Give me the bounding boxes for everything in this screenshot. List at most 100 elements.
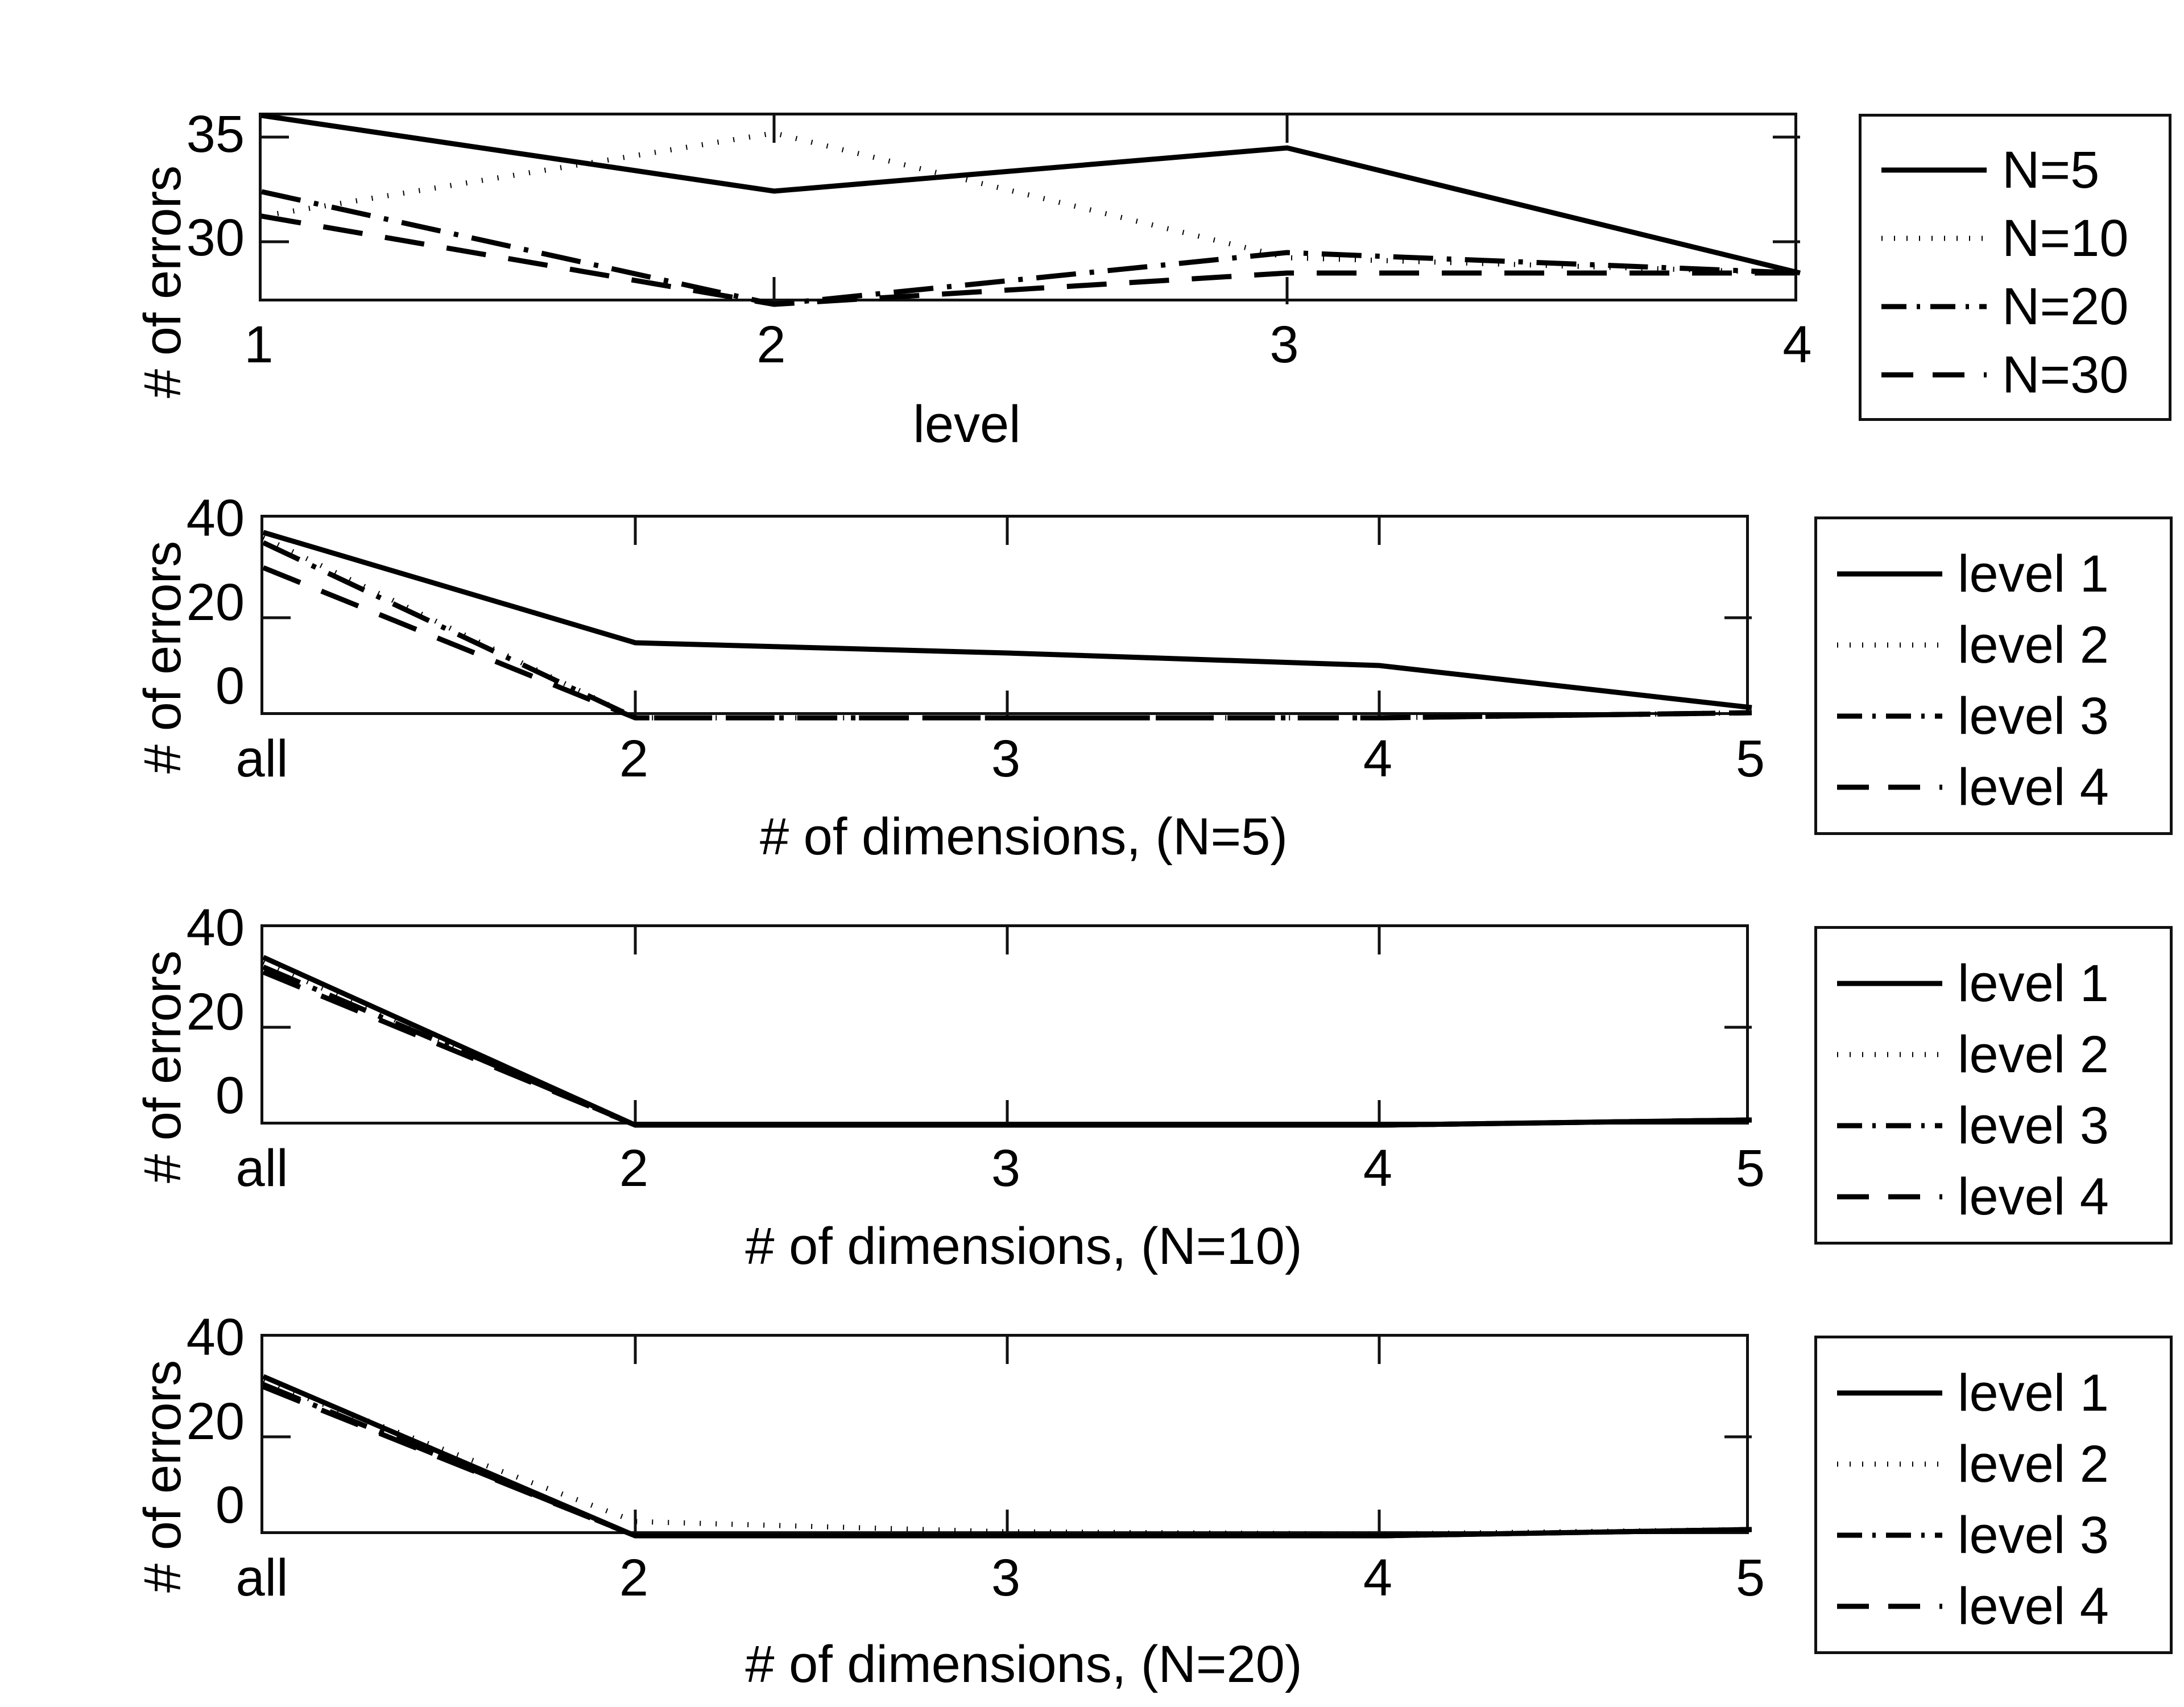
legend-item[interactable]: level 2 <box>1817 619 2170 671</box>
legend-label: level 3 <box>1958 1506 2109 1564</box>
legend-item[interactable]: N=20 <box>1862 280 2169 333</box>
x-tick-label: all <box>235 730 288 788</box>
plot-area <box>260 1334 1752 1539</box>
legend-panel-n20: level 1 level 2 level 3 level 4 <box>1814 1336 2173 1654</box>
series-line-level1 <box>262 530 1752 710</box>
x-tick-label: 4 <box>1782 316 1812 374</box>
legend-line-solid <box>1881 167 1987 173</box>
x-tick-label: 4 <box>1363 1549 1393 1607</box>
legend-item[interactable]: N=30 <box>1862 349 2169 401</box>
axis-ticks <box>262 115 1800 304</box>
legend-line-solid <box>1837 981 1942 986</box>
series-line-n10 <box>261 130 1801 276</box>
series-group <box>262 530 1752 721</box>
legend-label: level 2 <box>1958 616 2109 674</box>
plot-area <box>259 113 1801 307</box>
legend-item[interactable]: level 1 <box>1817 548 2170 600</box>
axis-ticks <box>263 1337 1752 1537</box>
series-line-level4 <box>262 565 1752 721</box>
panel-n10: # of errors 40 20 0 <box>0 876 2184 1286</box>
panel-n5: # of errors 40 20 0 <box>0 466 2184 876</box>
legend-line-dashdot <box>1837 1123 1942 1129</box>
legend-panel-n5: level 1 level 2 level 3 level 4 <box>1814 516 2173 835</box>
legend-line-dashed <box>1837 784 1942 790</box>
y-tick-label: 30 <box>186 209 245 267</box>
legend-item[interactable]: N=10 <box>1862 212 2169 264</box>
x-axis-label: # of dimensions, (N=10) <box>745 1217 1302 1275</box>
x-tick-label: 4 <box>1363 730 1393 788</box>
legend-line-dashdot <box>1837 1532 1942 1538</box>
plot-area <box>260 515 1752 721</box>
legend-label: level 1 <box>1958 545 2109 603</box>
legend-label: N=30 <box>2002 346 2129 404</box>
x-axis-label: level <box>913 395 1021 453</box>
legend-item[interactable]: level 3 <box>1817 690 2170 742</box>
x-tick-label: 2 <box>619 1139 649 1197</box>
legend-item[interactable]: level 4 <box>1817 1580 2170 1632</box>
series-line-level4 <box>262 1384 1752 1539</box>
series-line-n20 <box>261 189 1801 307</box>
legend-item[interactable]: level 2 <box>1817 1438 2170 1490</box>
x-axis-label: # of dimensions, (N=5) <box>759 808 1288 866</box>
x-tick-label: 1 <box>244 316 274 374</box>
y-tick-label: 0 <box>215 1067 245 1125</box>
legend-item[interactable]: level 3 <box>1817 1509 2170 1561</box>
x-tick-label: all <box>235 1139 288 1197</box>
x-tick-label: 5 <box>1735 1549 1765 1607</box>
x-tick-label: 2 <box>619 730 649 788</box>
series-group <box>262 954 1752 1128</box>
legend-label: level 3 <box>1958 1097 2109 1155</box>
legend-item[interactable]: level 4 <box>1817 1171 2170 1223</box>
x-axis-label: # of dimensions, (N=20) <box>745 1635 1302 1693</box>
legend-label: level 4 <box>1958 1577 2109 1635</box>
y-tick-label: 20 <box>186 1392 245 1450</box>
legend-line-dashed <box>1837 1194 1942 1200</box>
y-tick-label: 20 <box>186 983 245 1041</box>
legend-item[interactable]: level 1 <box>1817 1367 2170 1419</box>
x-tick-label: 5 <box>1735 730 1765 788</box>
series-line-n30 <box>261 213 1800 307</box>
legend-item[interactable]: level 2 <box>1817 1028 2170 1081</box>
x-tick-label: 5 <box>1735 1139 1765 1197</box>
legend-label: level 3 <box>1958 687 2109 745</box>
legend-line-dashdot <box>1881 304 1987 309</box>
legend-line-dashdot <box>1837 713 1942 719</box>
y-tick-label: 0 <box>215 1476 245 1534</box>
series-group <box>261 113 1801 307</box>
x-tick-label: 3 <box>991 1139 1021 1197</box>
panel-level-lines <box>261 113 1801 307</box>
legend-item[interactable]: level 1 <box>1817 957 2170 1010</box>
plot-area <box>260 924 1752 1128</box>
x-tick-label: 3 <box>1269 316 1299 374</box>
legend-item[interactable]: level 3 <box>1817 1100 2170 1152</box>
legend-line-dotted <box>1837 642 1942 648</box>
y-tick-label: 0 <box>215 657 245 715</box>
y-tick-label: 40 <box>186 489 245 547</box>
legend-label: N=20 <box>2002 278 2129 336</box>
legend-line-dotted <box>1837 1461 1942 1467</box>
panel-level: # of errors 35 30 <box>0 0 2184 455</box>
legend-line-solid <box>1837 571 1942 577</box>
panel-n5-lines <box>262 518 1752 721</box>
legend-line-solid <box>1837 1390 1942 1396</box>
legend-label: level 1 <box>1958 1364 2109 1422</box>
legend-label: level 4 <box>1958 758 2109 816</box>
series-line-level1 <box>262 954 1752 1128</box>
series-line-level4 <box>262 969 1752 1128</box>
legend-item[interactable]: level 4 <box>1817 761 2170 813</box>
panel-n20: # of errors 40 20 0 <box>0 1286 2184 1707</box>
series-group <box>262 1374 1752 1539</box>
legend-item[interactable]: N=5 <box>1862 144 2169 196</box>
y-tick-label: 20 <box>186 573 245 631</box>
legend-line-dashed <box>1837 1603 1942 1609</box>
legend-label: level 2 <box>1958 1026 2109 1084</box>
x-tick-label: 4 <box>1363 1139 1393 1197</box>
axis-ticks <box>263 927 1752 1127</box>
legend-panel-n10: level 1 level 2 level 3 level 4 <box>1814 926 2173 1245</box>
legend-label: level 4 <box>1958 1168 2109 1226</box>
legend-label: N=5 <box>2002 141 2100 199</box>
legend-label: level 2 <box>1958 1435 2109 1493</box>
panel-n20-lines <box>262 1337 1752 1539</box>
legend-line-dotted <box>1881 235 1987 241</box>
